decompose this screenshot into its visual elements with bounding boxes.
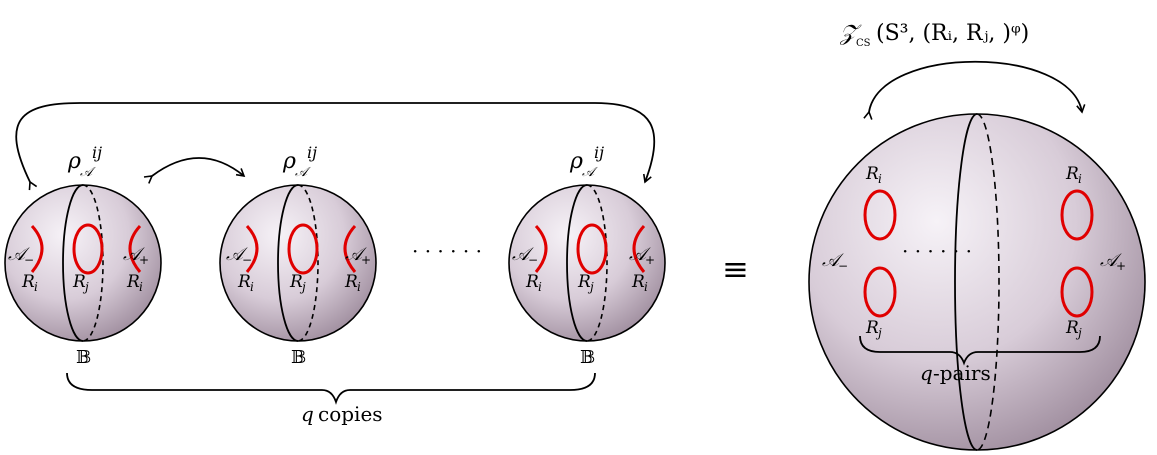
loop-rj-left — [863, 266, 897, 318]
svg-text:ij: ij — [594, 143, 604, 162]
svg-text:𝒜: 𝒜 — [123, 244, 145, 265]
svg-text:R: R — [1065, 318, 1079, 338]
small-sphere-2 — [219, 184, 377, 342]
svg-text:𝒜: 𝒜 — [80, 165, 96, 180]
svg-text:i: i — [878, 172, 882, 186]
svg-text:ρ: ρ — [569, 149, 583, 174]
loop-center — [72, 223, 104, 275]
svg-text:ij: ij — [92, 143, 102, 162]
ball-label-2: 𝔹 — [291, 347, 306, 368]
loop-a-plus — [128, 224, 142, 273]
big-sphere — [808, 113, 1146, 451]
loop-ri-right — [1060, 189, 1094, 241]
svg-text:i: i — [357, 280, 361, 294]
svg-text:+: + — [139, 253, 149, 267]
svg-text:𝒜: 𝒜 — [226, 244, 248, 265]
svg-text:i: i — [538, 280, 542, 294]
ball-label-1: 𝔹 — [76, 347, 91, 368]
svg-text:j: j — [82, 280, 89, 294]
rho-label-2: ρ 𝒜 ij — [282, 143, 317, 180]
svg-text:𝒜: 𝒜 — [345, 244, 367, 265]
svg-text:R: R — [21, 272, 35, 292]
svg-text:R: R — [237, 272, 251, 292]
svg-text:−: − — [242, 253, 252, 267]
svg-text:−: − — [24, 253, 34, 267]
loop-rj-right — [1060, 266, 1094, 318]
svg-text:R: R — [344, 272, 358, 292]
svg-text:CS: CS — [856, 38, 871, 49]
copies-brace — [66, 372, 596, 405]
rho-label-3: ρ 𝒜 ij — [569, 143, 604, 180]
svg-text:R: R — [126, 272, 140, 292]
svg-text:ρ: ρ — [67, 149, 81, 174]
loop-ri-left — [863, 189, 897, 241]
svg-text:R: R — [631, 272, 645, 292]
svg-text:i: i — [644, 280, 648, 294]
svg-text:+: + — [645, 253, 655, 267]
svg-text:𝒜: 𝒜 — [822, 250, 844, 271]
equivalence-symbol: ≡ — [722, 250, 749, 288]
svg-text:(S³, (Rᵢ, Rⱼ, )ᵠ): (S³, (Rᵢ, Rⱼ, )ᵠ) — [876, 21, 1029, 46]
svg-text:𝒜: 𝒜 — [629, 244, 651, 265]
svg-text:𝒵: 𝒵 — [839, 21, 862, 46]
svg-text:ρ: ρ — [282, 149, 296, 174]
svg-text:j: j — [875, 326, 882, 340]
left-dots: · · · · · · — [412, 239, 482, 263]
z-cs-label: 𝒵 CS (S³, (Rᵢ, Rⱼ, )ᵠ) — [839, 21, 1029, 49]
svg-text:R: R — [577, 272, 591, 292]
svg-text:−: − — [528, 253, 538, 267]
svg-text:-pairs: -pairs — [933, 361, 991, 385]
small-sphere-2-labels: 𝒜 − 𝒜 + R i R j R i — [226, 244, 371, 294]
svg-text:R: R — [72, 272, 86, 292]
right-dots: · · · · · · — [902, 239, 972, 263]
rho-label-1: ρ 𝒜 ij — [67, 143, 102, 180]
big-sphere-labels: R i R i R j R j 𝒜 − 𝒜 + — [822, 164, 1126, 340]
svg-text:j: j — [299, 280, 306, 294]
svg-text:i: i — [1078, 172, 1082, 186]
outer-swap-arrow — [15, 102, 656, 191]
inner-swap-arrow — [143, 157, 246, 184]
ball-label-3: 𝔹 — [580, 347, 595, 368]
svg-text:R: R — [865, 164, 879, 184]
copies-label: q copies — [301, 402, 383, 426]
small-sphere-1-labels: 𝒜 − 𝒜 + R i R j R i — [8, 244, 149, 294]
svg-text:R: R — [865, 318, 879, 338]
svg-text:+: + — [1116, 259, 1126, 273]
svg-text:R: R — [525, 272, 539, 292]
big-swap-arrow — [863, 60, 1086, 120]
svg-text:copies: copies — [318, 402, 383, 426]
svg-text:i: i — [34, 280, 38, 294]
svg-text:𝒜: 𝒜 — [295, 165, 311, 180]
svg-text:R: R — [289, 272, 303, 292]
svg-text:i: i — [139, 280, 143, 294]
svg-text:𝒜: 𝒜 — [512, 244, 534, 265]
small-sphere-3 — [508, 184, 666, 342]
small-sphere-3-labels: 𝒜 − 𝒜 + R i R j R i — [512, 244, 655, 294]
svg-text:j: j — [1075, 326, 1082, 340]
svg-text:R: R — [1065, 164, 1079, 184]
svg-text:i: i — [250, 280, 254, 294]
svg-text:𝒜: 𝒜 — [1100, 250, 1122, 271]
svg-text:q: q — [920, 361, 933, 385]
small-sphere-1 — [4, 184, 162, 342]
svg-text:j: j — [587, 280, 594, 294]
svg-text:𝒜: 𝒜 — [8, 244, 30, 265]
svg-text:−: − — [838, 259, 848, 273]
svg-text:q: q — [301, 402, 314, 426]
pairs-label: q -pairs — [920, 361, 991, 385]
svg-text:𝒜: 𝒜 — [582, 165, 598, 180]
svg-text:ij: ij — [307, 143, 317, 162]
pairs-brace — [859, 335, 1101, 366]
svg-text:+: + — [361, 253, 371, 267]
loop-a-minus — [30, 224, 44, 273]
